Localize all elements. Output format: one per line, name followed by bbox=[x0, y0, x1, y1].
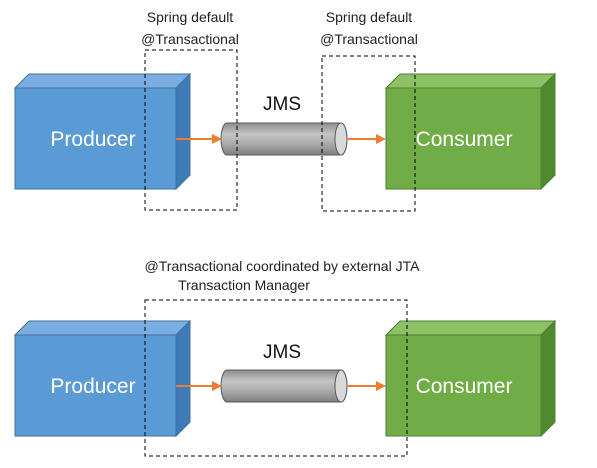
jta-tx-label-line2: Transaction Manager bbox=[178, 277, 310, 293]
jta-transaction-boundary bbox=[144, 299, 408, 457]
jta-tx-label-line1: @Transactional coordinated by external J… bbox=[145, 258, 421, 274]
producer-tx-label-line2: @Transactional bbox=[141, 31, 239, 47]
consumer-label: Consumer bbox=[416, 375, 513, 398]
pipe-body bbox=[220, 369, 348, 403]
pipe-body bbox=[220, 122, 348, 156]
jms-label: JMS bbox=[263, 342, 301, 363]
consumer-top-face bbox=[384, 73, 557, 89]
consumer-side-face bbox=[540, 319, 556, 438]
consumer-front-face bbox=[385, 334, 542, 437]
consumer-block: Consumer bbox=[384, 72, 557, 191]
jms-to-consumer-arrow bbox=[347, 381, 386, 391]
diagram-jta: Producer Consumer JMS @Transactional bbox=[13, 258, 557, 457]
consumer-front-face bbox=[385, 87, 542, 190]
pipe-end-cap bbox=[334, 369, 348, 403]
jms-to-consumer-arrow bbox=[347, 134, 386, 144]
consumer-label: Consumer bbox=[416, 128, 513, 151]
diagram-spring-default: Producer Consumer JMS Spring def bbox=[13, 9, 557, 212]
jms-pipe bbox=[220, 369, 348, 403]
pipe-end-cap bbox=[334, 122, 348, 156]
consumer-top-face bbox=[384, 320, 557, 336]
producer-to-jms-arrow bbox=[176, 381, 222, 391]
consumer-side-face bbox=[540, 72, 556, 191]
consumer-tx-label-line1: Spring default bbox=[326, 9, 413, 25]
producer-block: Producer bbox=[13, 319, 192, 438]
producer-label: Producer bbox=[50, 128, 135, 151]
producer-block: Producer bbox=[13, 72, 192, 191]
consumer-tx-label-line2: @Transactional bbox=[320, 31, 418, 47]
consumer-transaction-boundary bbox=[321, 55, 416, 212]
producer-transaction-boundary bbox=[144, 49, 238, 211]
producer-to-jms-arrow bbox=[176, 134, 222, 144]
jms-pipe bbox=[220, 122, 348, 156]
producer-label: Producer bbox=[50, 375, 135, 398]
producer-front-face bbox=[14, 334, 177, 437]
producer-side-face bbox=[175, 319, 191, 438]
consumer-block: Consumer bbox=[384, 319, 557, 438]
producer-front-face bbox=[14, 87, 177, 190]
producer-top-face bbox=[13, 73, 192, 89]
producer-tx-label-line1: Spring default bbox=[147, 9, 234, 25]
jms-label: JMS bbox=[263, 94, 301, 115]
producer-top-face bbox=[13, 320, 192, 336]
producer-side-face bbox=[175, 72, 191, 191]
